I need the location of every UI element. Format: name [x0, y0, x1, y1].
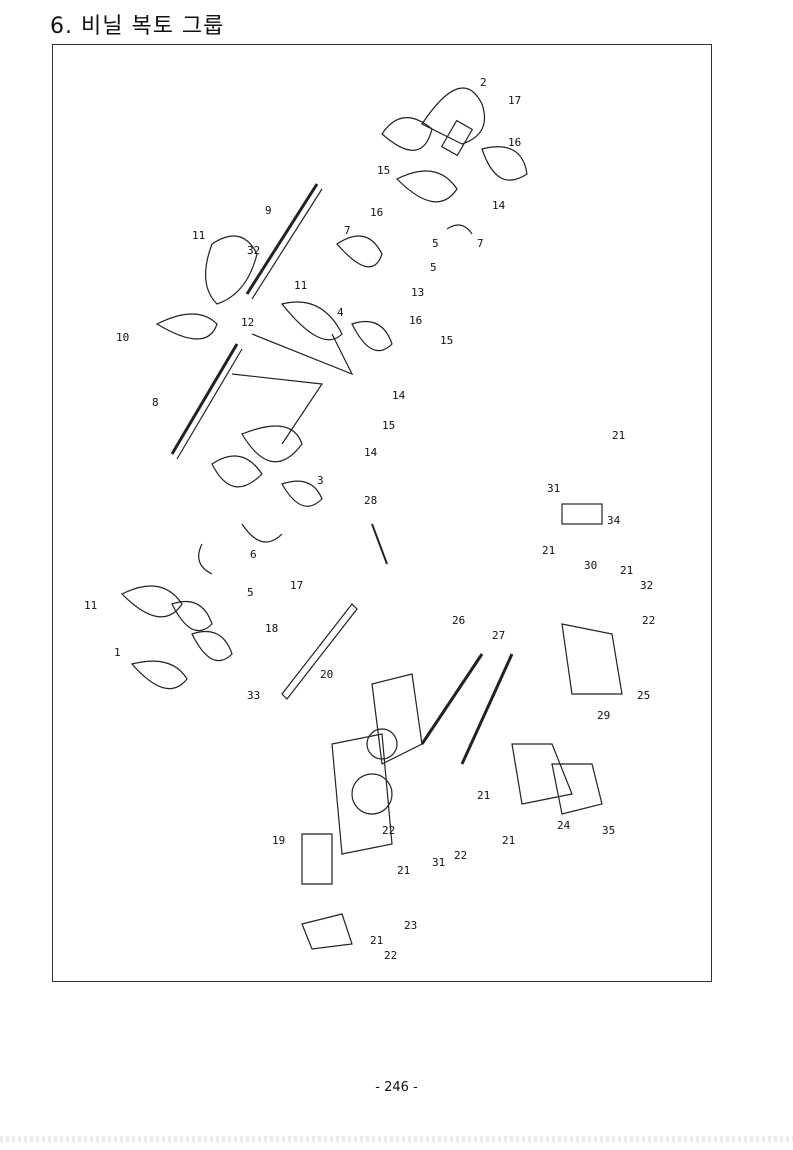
callout-label: 16 [370, 206, 383, 219]
callout-label: 22 [384, 949, 397, 962]
callout-label: 11 [192, 229, 205, 242]
callout-label: 7 [344, 224, 351, 237]
diagram-svg: 2 17 16 14 7 5 5 15 16 7 13 4 11 16 15 1… [84, 76, 655, 962]
callout-label: 34 [607, 514, 621, 527]
callout-label: 10 [116, 331, 129, 344]
callout-label: 16 [508, 136, 521, 149]
page-number: - 246 - [375, 1080, 418, 1095]
callout-label: 15 [382, 419, 395, 432]
callout-label: 25 [637, 689, 650, 702]
callout-label: 14 [492, 199, 506, 212]
callout-label: 22 [382, 824, 395, 837]
callout-label: 28 [364, 494, 377, 507]
callout-label: 23 [404, 919, 417, 932]
callout-label: 33 [247, 689, 260, 702]
callout-label: 21 [542, 544, 555, 557]
callout-label: 29 [597, 709, 610, 722]
exploded-parts-diagram: 2 17 16 14 7 5 5 15 16 7 13 4 11 16 15 1… [52, 44, 712, 982]
callout-label: 27 [492, 629, 505, 642]
callout-label: 22 [642, 614, 655, 627]
callout-label: 5 [432, 237, 439, 250]
callout-label: 21 [397, 864, 410, 877]
callout-label: 7 [477, 237, 484, 250]
callout-label: 21 [477, 789, 490, 802]
callout-label: 16 [409, 314, 422, 327]
callout-label: 2 [480, 76, 487, 89]
callout-label: 13 [411, 286, 424, 299]
callout-label: 20 [320, 668, 333, 681]
callout-label: 18 [265, 622, 278, 635]
callout-label: 19 [272, 834, 285, 847]
callout-label: 21 [612, 429, 625, 442]
callout-label: 15 [377, 164, 390, 177]
callout-label: 14 [364, 446, 378, 459]
callout-label: 32 [247, 244, 260, 257]
callout-label: 14 [392, 389, 406, 402]
callout-label: 8 [152, 396, 159, 409]
callout-label: 15 [440, 334, 453, 347]
callout-label: 9 [265, 204, 272, 217]
callout-label: 6 [250, 548, 257, 561]
callout-label: 12 [241, 316, 254, 329]
callout-label: 24 [557, 819, 571, 832]
callout-label: 17 [508, 94, 521, 107]
callout-label: 5 [430, 261, 437, 274]
callout-label: 3 [317, 474, 324, 487]
callout-label: 31 [432, 856, 445, 869]
callout-label: 21 [620, 564, 633, 577]
callout-label: 4 [337, 306, 344, 319]
disc-shape [421, 87, 486, 145]
callout-label: 21 [370, 934, 383, 947]
callout-label: 1 [114, 646, 121, 659]
diagram-frame [52, 44, 712, 982]
callout-label: 32 [640, 579, 653, 592]
callout-label: 11 [84, 599, 97, 612]
callout-label: 5 [247, 586, 254, 599]
callout-label: 30 [584, 559, 597, 572]
callout-label: 35 [602, 824, 615, 837]
callout-label: 31 [547, 482, 560, 495]
callout-label: 22 [454, 849, 467, 862]
callout-label: 11 [294, 279, 307, 292]
callout-label: 26 [452, 614, 465, 627]
callout-label: 17 [290, 579, 303, 592]
callout-label: 21 [502, 834, 515, 847]
page-title: 6. 비닐 복토 그룹 [50, 14, 225, 39]
scan-artifact [0, 1136, 793, 1142]
